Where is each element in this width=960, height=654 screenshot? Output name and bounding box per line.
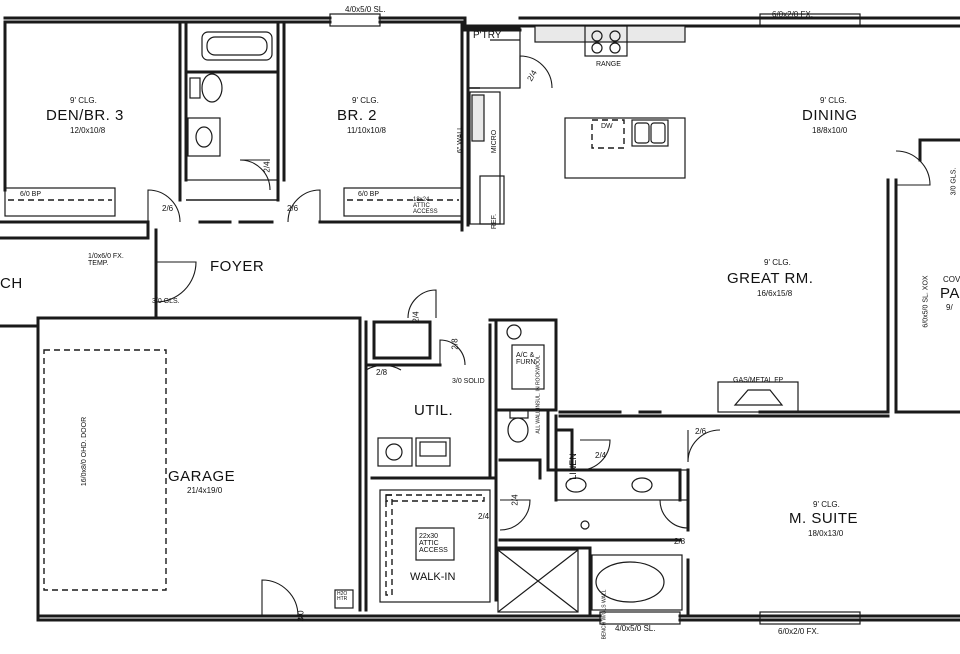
door-28-hall: 2/8 bbox=[450, 338, 460, 350]
great-size: 16/6x15/8 bbox=[757, 289, 793, 298]
den-size: 12/0x10/8 bbox=[70, 126, 106, 135]
micro-label: MICRO bbox=[491, 129, 499, 154]
ref-label: REF. bbox=[491, 213, 499, 230]
br2-ceiling: 9' CLG. bbox=[352, 96, 379, 105]
door-24-linen: 2/4 bbox=[595, 451, 607, 460]
windows bbox=[329, 13, 861, 625]
bp-den: 6/0 BP bbox=[20, 191, 42, 198]
living-walls bbox=[558, 138, 960, 418]
garage-exit: 3/0 bbox=[296, 610, 306, 622]
door-26-a: 2/6 bbox=[162, 204, 174, 213]
porch-name: CH bbox=[0, 275, 23, 292]
hall-bath-fixtures bbox=[187, 31, 273, 157]
patio-window: 3/0 GLS. bbox=[950, 167, 958, 196]
den-name: DEN/BR. 3 bbox=[46, 107, 124, 124]
door-swings bbox=[147, 55, 931, 617]
window-top-mid: 4/0x5/0 SL. bbox=[345, 5, 386, 14]
water-heater-label: H2O HTR bbox=[337, 591, 348, 602]
patio-prefix: COV bbox=[943, 275, 960, 284]
range-label: RANGE bbox=[596, 61, 621, 68]
window-bottom-mid: 4/0x5/0 SL. bbox=[615, 624, 656, 633]
great-name: GREAT RM. bbox=[727, 270, 814, 287]
walkin-name: WALK-IN bbox=[410, 571, 456, 583]
suite-name: M. SUITE bbox=[789, 510, 859, 527]
attic-large: 22x30 ATTIC ACCESS bbox=[419, 533, 448, 554]
door-26-suite: 2/6 bbox=[695, 427, 707, 436]
util-name: UTIL. bbox=[414, 402, 454, 419]
dw-label: DW bbox=[601, 123, 613, 130]
master-wing bbox=[379, 409, 690, 618]
patio-size: 9/ bbox=[946, 303, 953, 312]
solid-door: 3/0 SOLID bbox=[452, 378, 485, 385]
fireplace-label: GAS/METAL FP bbox=[733, 377, 784, 384]
door-24-wc: 2/4 bbox=[510, 494, 520, 506]
door-24-bath: 2/4 bbox=[262, 161, 272, 173]
bedroom-walls bbox=[0, 20, 470, 320]
bp-br2: 6/0 BP bbox=[358, 191, 380, 198]
br2-size: 11/10x10/8 bbox=[347, 126, 386, 135]
garage-size: 21/4x19/0 bbox=[187, 486, 223, 495]
den-ceiling: 9' CLG. bbox=[70, 96, 97, 105]
patio-slider: 6/0x5/0 SL. XOX bbox=[922, 275, 930, 328]
door-24-walkin: 2/4 bbox=[478, 512, 490, 521]
furnace-label: A/C & FURN. bbox=[516, 352, 538, 366]
door-24-foyer: 2/4 bbox=[411, 311, 421, 323]
suite-size: 18/0x13/0 bbox=[808, 529, 844, 538]
door-26-b: 2/6 bbox=[287, 204, 299, 213]
six-wall: 6" WALL bbox=[457, 125, 465, 154]
dining-name: DINING bbox=[802, 107, 858, 124]
linen-name: LINEN bbox=[567, 453, 578, 480]
sidelight: 1/0x6/0 FX. TEMP. bbox=[88, 253, 124, 267]
attic-small: 18x24 ATTIC ACCESS bbox=[413, 197, 438, 215]
garage-name: GARAGE bbox=[168, 468, 236, 485]
great-ceiling: 9' CLG. bbox=[764, 258, 791, 267]
foyer-name: FOYER bbox=[210, 258, 265, 275]
patio-name: PA bbox=[940, 285, 960, 302]
window-bottom-right: 6/0x2/0 FX. bbox=[778, 627, 819, 636]
window-top-right: 6/0x2/0 FX. bbox=[772, 10, 813, 19]
dining-ceiling: 9' CLG. bbox=[820, 96, 847, 105]
door-28-util: 2/8 bbox=[376, 368, 388, 377]
garage-walls bbox=[36, 316, 498, 612]
garage-door: 16/0x8/0 OHD. DOOR bbox=[81, 416, 89, 487]
kitchen bbox=[468, 25, 686, 225]
dining-size: 18/8x10/0 bbox=[812, 126, 848, 135]
front-door: 3/0 GLS. bbox=[152, 298, 180, 305]
br2-name: BR. 2 bbox=[337, 107, 378, 124]
bench-label: BENCH W/GLS WALL bbox=[601, 589, 608, 640]
suite-ceiling: 9' CLG. bbox=[813, 500, 840, 509]
pantry-name: P'TRY bbox=[473, 30, 502, 41]
furnace-wall-note: ALL WALL INSUL. IN ROCKWOOL bbox=[535, 355, 542, 434]
door-28-suite: 2/8 bbox=[674, 537, 686, 546]
